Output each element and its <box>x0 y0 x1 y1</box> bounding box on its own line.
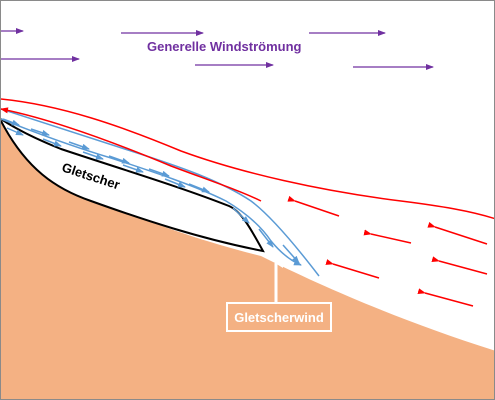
glacier-wind-arrow <box>232 207 250 224</box>
valley-wind-arrow <box>431 256 488 275</box>
valley-wind-boundary-lower <box>1 107 262 202</box>
valley-wind-arrow <box>427 221 488 245</box>
glacier-wind-arrow <box>108 155 130 164</box>
glacier-wind-arrow <box>188 183 210 193</box>
glacier-wind-arrow <box>82 151 104 160</box>
glacier-wind-arrow <box>42 138 62 147</box>
valley-wind-arrows <box>287 195 488 307</box>
glacier-outline <box>1 118 265 253</box>
mountain-slope <box>1 121 494 399</box>
glacier-wind-arrow <box>68 141 90 150</box>
glacier-body <box>1 109 263 251</box>
glacier-wind-arrow <box>282 244 300 264</box>
general-wind-label: Generelle Windströmung <box>147 39 302 54</box>
glacier-wind-arrow <box>6 127 24 136</box>
glacier-wind-line-upper <box>1 108 320 277</box>
glacier-wind-label-box <box>226 302 332 332</box>
glacier-wind-arrow <box>258 228 274 248</box>
general-wind-arrows <box>1 28 434 70</box>
valley-wind-arrow <box>417 288 474 307</box>
glacier-wind-label: Gletscherwind <box>234 310 324 325</box>
glacier-wind-arrows <box>2 118 300 264</box>
valley-wind-arrow <box>363 229 412 244</box>
glacier-wind-arrow <box>2 118 20 126</box>
glacier-wind-arrow <box>122 164 144 173</box>
valley-wind-arrow <box>325 259 380 279</box>
glacier-wind-arrow <box>148 168 170 177</box>
glacier-wind-arrow <box>164 178 186 188</box>
valley-wind-boundary-upper <box>1 98 494 220</box>
glacier-wind-arrow <box>30 128 50 136</box>
valley-wind-arrow <box>287 195 340 217</box>
